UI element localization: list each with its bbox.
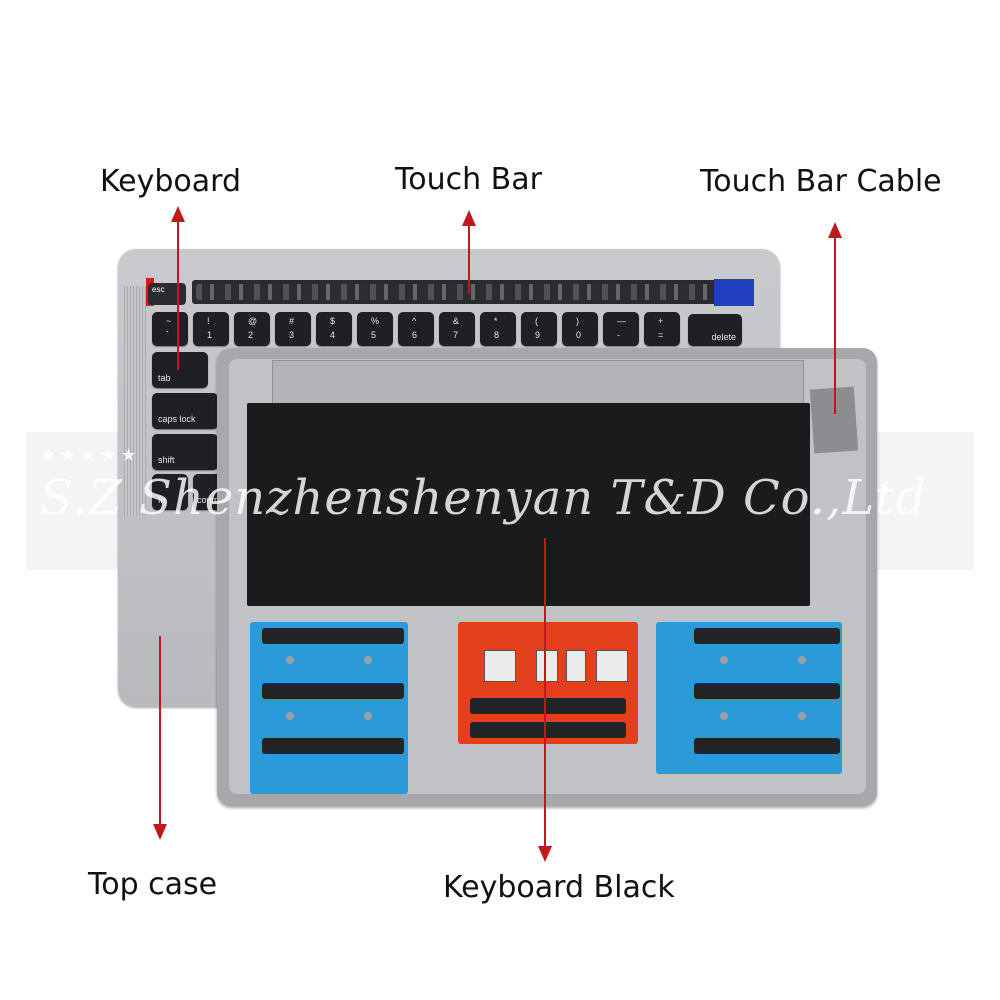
control-key-label: control [197,495,225,505]
fn-key-label: fn [158,495,166,505]
esc-key: esc [148,283,186,305]
screw-dot [364,712,372,720]
key-symbol: ( [535,316,538,326]
key-number: ` [166,330,169,340]
right-strip-3 [694,738,840,754]
key-symbol: + [658,316,664,326]
top-case-arrow-line [159,636,161,826]
key-number: 8 [494,330,500,340]
delete-key-label: delete [711,332,736,342]
cable-arrow-line [834,238,836,414]
key-number: 6 [412,330,418,340]
trackpad-strip-2 [470,722,626,738]
caps-lock-key: caps lock [152,393,218,429]
caps-lock-key-label: caps lock [158,414,196,424]
keyboard-arrow-head [171,206,185,222]
trackpad-cutout-4 [596,650,628,682]
tab-key-label: tab [158,373,171,383]
touch-bar-arrow-head [462,210,476,226]
key-number: = [658,330,664,340]
key-number: 1 [207,330,213,340]
speaker-grille [124,286,146,516]
watermark-text: S.Z Shenzhenshenyan T&D Co.,Ltd [40,470,928,526]
tab-key: tab [152,352,208,388]
keyboard-black-arrow-line [544,538,546,848]
top-case-arrow-head [153,824,167,840]
screw-dot [720,656,728,664]
trackpad-cutout-2 [536,650,558,682]
key-number: 9 [535,330,541,340]
delete-key: delete [688,314,742,346]
number-row-key: &7 [439,312,475,346]
key-symbol: $ [330,316,336,326]
number-row-key: —- [603,312,639,346]
number-row-key: ^6 [398,312,434,346]
key-symbol: ) [576,316,579,326]
top-bracket [272,360,804,404]
touch-bar-cable-label: Touch Bar Cable [700,164,942,199]
key-number: 3 [289,330,295,340]
left-sticker [250,622,408,794]
number-row-key: )0 [562,312,598,346]
cable-arrow-head [828,222,842,238]
trackpad-cutout-1 [484,650,516,682]
right-strip-2 [694,683,840,699]
esc-key-label: esc [152,285,165,294]
screw-dot [286,712,294,720]
number-row-key: ~` [152,312,188,346]
key-symbol: ! [207,316,210,326]
watermark-stars: ★★★★★ [40,445,141,465]
touch-bar-blue-tape [714,279,754,306]
screw-dot [286,656,294,664]
left-strip-1 [262,628,404,644]
left-strip-3 [262,738,404,754]
screw-dot [798,656,806,664]
touch-bar-arrow-line [468,226,470,294]
key-symbol: & [453,316,460,326]
left-strip-2 [262,683,404,699]
key-number: 0 [576,330,582,340]
screw-dot [720,712,728,720]
key-number: - [617,330,620,340]
number-row-key: += [644,312,680,346]
number-row-key: (9 [521,312,557,346]
number-row-key: $4 [316,312,352,346]
key-symbol: % [371,316,380,326]
key-symbol: * [494,316,498,326]
number-row-key: *8 [480,312,516,346]
key-symbol: ^ [412,316,417,326]
key-symbol: @ [248,316,258,326]
screw-dot [798,712,806,720]
number-row-key: #3 [275,312,311,346]
keyboard-label: Keyboard [100,164,242,199]
fn-key: fn [152,474,188,510]
number-row-key: @2 [234,312,270,346]
touch-bar-label: Touch Bar [395,162,542,197]
key-number: 2 [248,330,254,340]
number-row-key: %5 [357,312,393,346]
key-number: 4 [330,330,336,340]
key-symbol: ~ [166,316,172,326]
keyboard-arrow-line [177,222,179,370]
shift-key: shift [152,434,218,470]
key-symbol: — [617,316,626,326]
screw-dot [364,656,372,664]
trackpad-strip-1 [470,698,626,714]
key-symbol: # [289,316,295,326]
key-number: 7 [453,330,459,340]
number-row-key: !1 [193,312,229,346]
touch-bar-surface [196,284,736,300]
shift-key-label: shift [158,455,175,465]
top-case-label: Top case [88,867,218,902]
keyboard-backplate [247,403,810,606]
keyboard-black-arrow-head [538,846,552,862]
keyboard-black-label: Keyboard Black [443,870,675,905]
key-number: 5 [371,330,377,340]
right-strip-1 [694,628,840,644]
trackpad-cutout-3 [566,650,586,682]
